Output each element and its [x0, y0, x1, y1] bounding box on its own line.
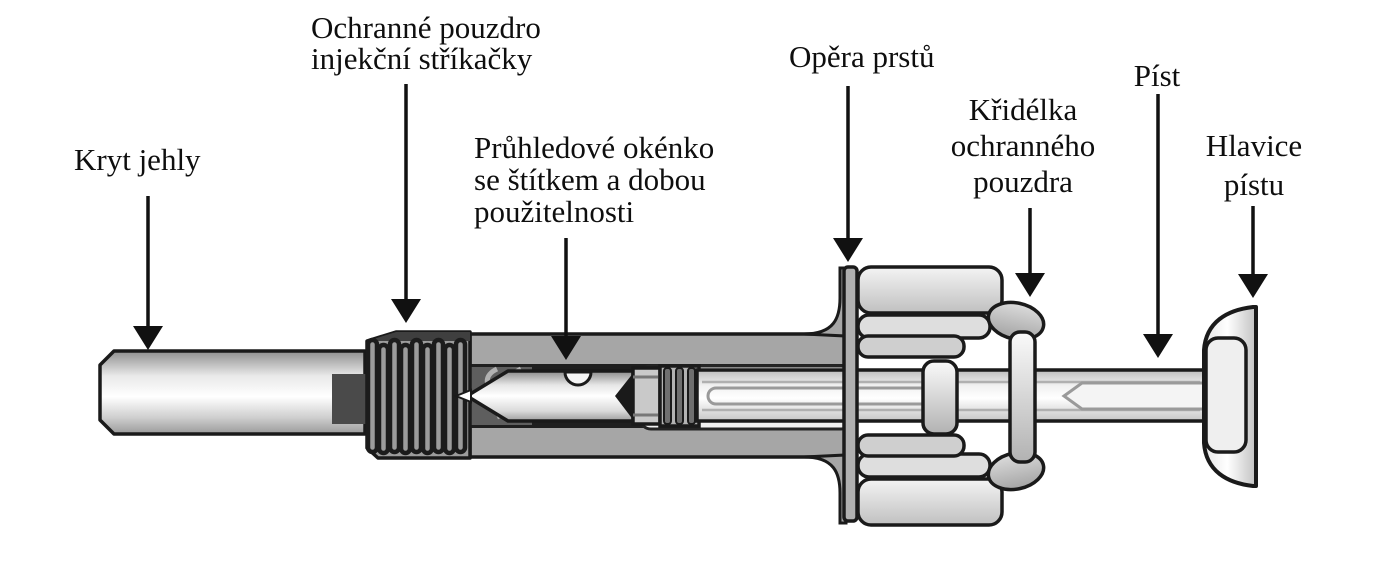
- label-text: injekční stříkačky: [311, 41, 533, 76]
- label-plunger-head: Hlavice pístu: [1206, 126, 1302, 204]
- label-plunger: Píst: [1134, 60, 1181, 91]
- label-text: Průhledové okénko: [474, 130, 715, 165]
- label-text: ochranného: [950, 128, 1096, 163]
- stopper-wedge: [615, 372, 634, 421]
- label-text: Ochranné pouzdro: [311, 10, 541, 45]
- stopper-ribs: [663, 367, 696, 425]
- air-bubble: [563, 370, 593, 387]
- label-text: Křidélka: [968, 92, 1078, 127]
- plunger-head: [1202, 305, 1258, 488]
- label-text: se štítkem a dobou: [474, 162, 706, 197]
- barrel-flange: [921, 359, 959, 436]
- needle-cap: [98, 349, 370, 436]
- arrow-syringe-protective-sleeve: [391, 84, 421, 323]
- sleeve-wing-top: [856, 265, 1046, 359]
- plunger-rod-tip: [1061, 381, 1207, 411]
- label-text: Opěra prstů: [789, 39, 935, 74]
- finger-flange: [842, 265, 859, 523]
- label-text: Hlavice: [1205, 128, 1303, 163]
- needle-hub: [332, 374, 370, 424]
- sleeve-collar: [365, 330, 472, 460]
- collar-threads: [365, 337, 468, 456]
- arrow-plunger: [1143, 94, 1173, 358]
- arrow-viewing-window: [551, 238, 581, 360]
- label-text: Píst: [1133, 58, 1181, 93]
- arrow-plunger-head: [1238, 206, 1268, 298]
- label-finger-rest: Opěra prstů: [789, 41, 934, 72]
- label-text: Kryt jehly: [74, 142, 201, 177]
- label-text: použitelnosti: [474, 194, 635, 229]
- sleeve-wing-bottom: [856, 433, 1046, 527]
- label-text: pístu: [1223, 167, 1285, 202]
- label-viewing-window: Průhledové okénko se štítkem a dobou pou…: [474, 132, 714, 228]
- arrow-finger-rest: [833, 86, 863, 262]
- label-text: pouzdra: [973, 164, 1073, 199]
- arrow-needle-cap: [133, 196, 163, 350]
- needle-tip: [453, 388, 472, 404]
- plunger-disc: [1008, 330, 1037, 464]
- label-needle-cap: Kryt jehly: [74, 144, 201, 175]
- label-sleeve-wings: Křidélka ochranného pouzdra: [951, 92, 1096, 200]
- label-syringe-protective-sleeve: Ochranné pouzdro injekční stříkačky: [311, 12, 541, 74]
- rubber-stopper: [631, 364, 701, 428]
- arrow-sleeve-wings: [1015, 208, 1045, 297]
